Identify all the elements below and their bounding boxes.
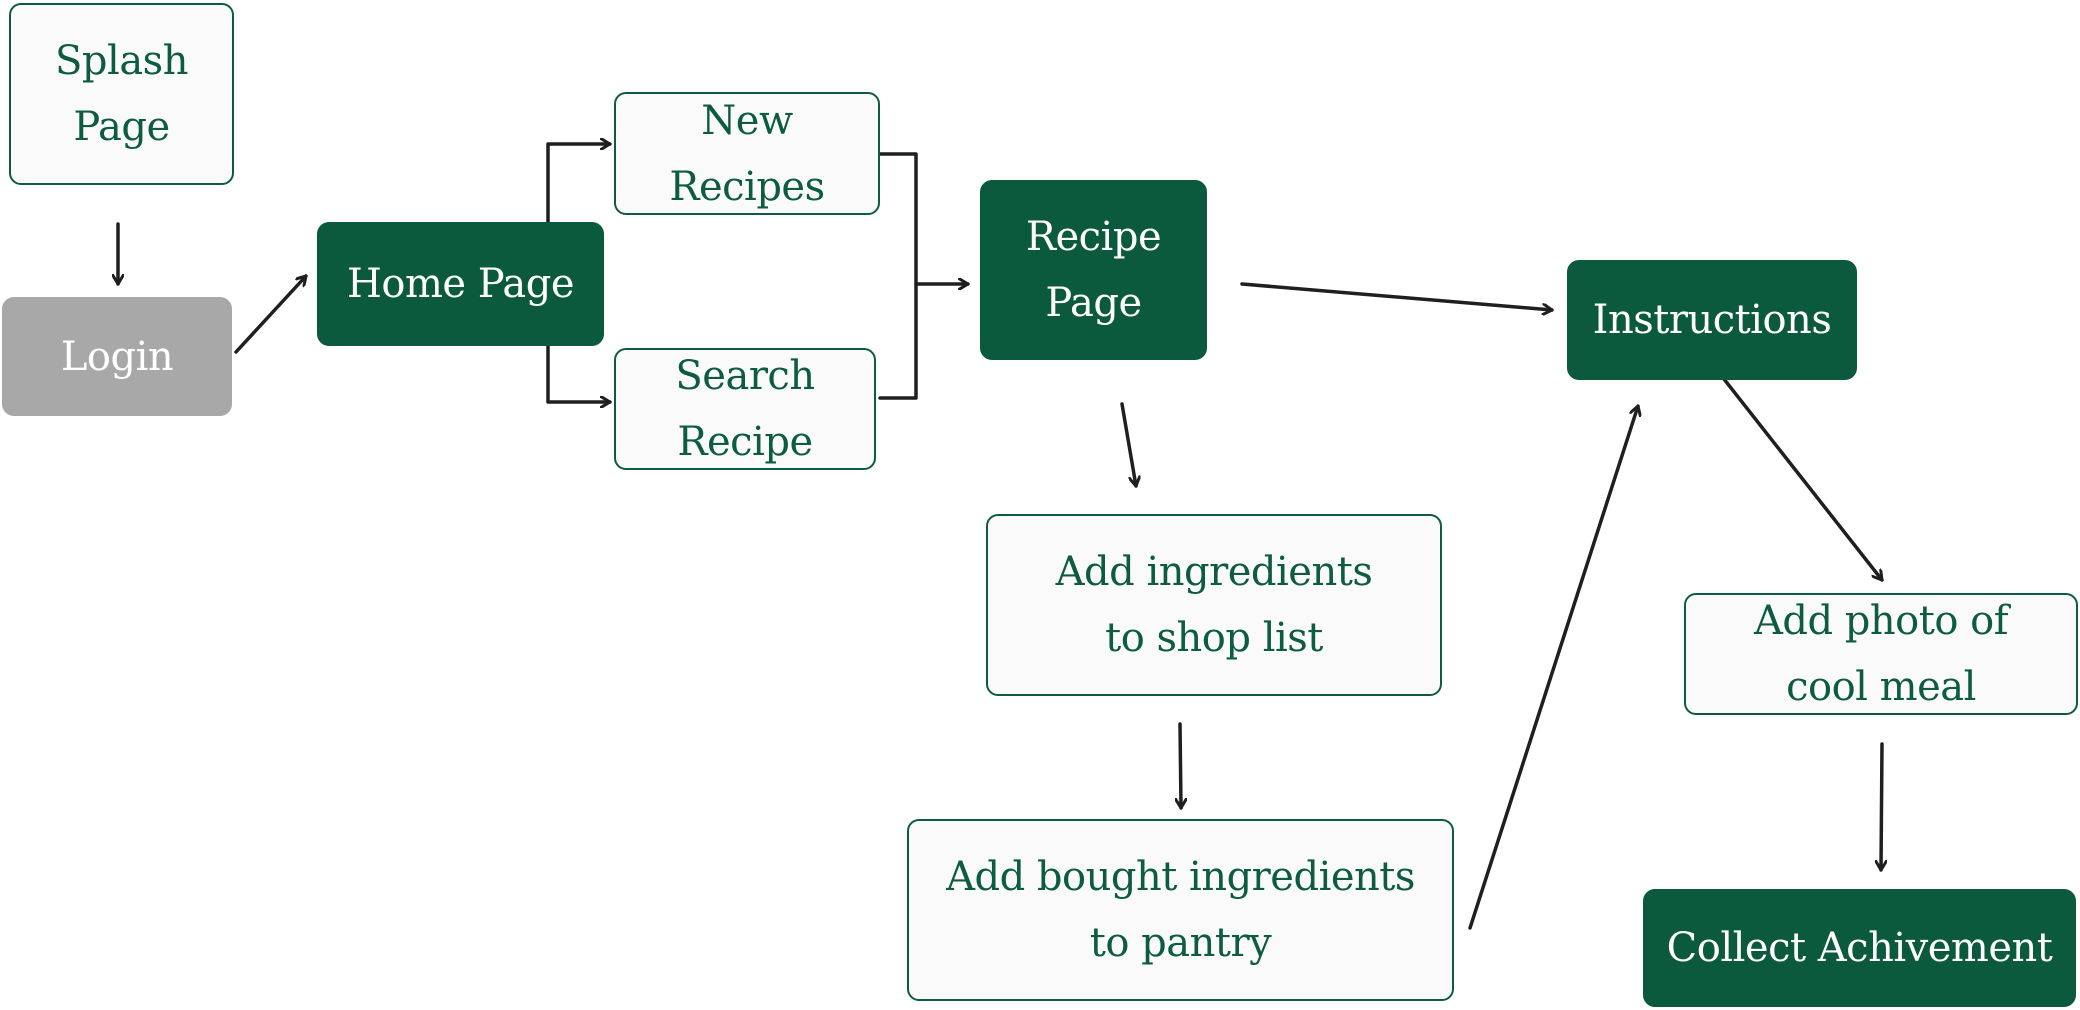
arrow-login-to-home (234, 274, 308, 354)
node-search-recipe: Search Recipe (614, 348, 876, 470)
node-add-to-shop-list: Add ingredients to shop list (986, 514, 1442, 696)
node-splash-page: Splash Page (9, 3, 234, 185)
node-splash-page-label: Splash Page (55, 38, 188, 150)
node-instructions: Instructions (1567, 260, 1857, 380)
node-login: Login (2, 297, 232, 416)
arrow-recipe-to-instructions (1240, 282, 1554, 310)
arrow-pantry-to-instructions (1468, 404, 1638, 930)
connector-new-recipes-join (878, 152, 918, 400)
node-recipe-page-label: Recipe Page (1025, 214, 1162, 326)
node-home-page: Home Page (317, 222, 604, 346)
node-instructions-label: Instructions (1592, 297, 1832, 343)
node-add-to-pantry-label: Add bought ingredients to pantry (946, 854, 1415, 966)
arrow-photo-to-achievement (1881, 742, 1882, 872)
arrow-home-to-new-recipes (546, 144, 612, 224)
arrow-shop-list-to-pantry (1180, 722, 1181, 810)
node-add-to-pantry: Add bought ingredients to pantry (907, 819, 1454, 1001)
arrow-recipe-to-shop-list (1120, 402, 1136, 488)
node-add-to-shop-list-label: Add ingredients to shop list (1055, 549, 1373, 661)
arrow-instructions-to-photo (1718, 372, 1884, 582)
node-new-recipes: New Recipes (614, 92, 880, 215)
node-collect-achievement-label: Collect Achivement (1666, 925, 2053, 971)
node-recipe-page: Recipe Page (980, 180, 1207, 360)
node-home-page-label: Home Page (346, 261, 575, 307)
node-login-label: Login (60, 333, 174, 380)
node-collect-achievement: Collect Achivement (1643, 889, 2076, 1007)
node-add-photo-label: Add photo of cool meal (1753, 598, 2009, 710)
node-add-photo: Add photo of cool meal (1684, 593, 2078, 715)
node-search-recipe-label: Search Recipe (675, 353, 815, 465)
arrow-home-to-search-recipe (546, 344, 612, 402)
node-new-recipes-label: New Recipes (669, 97, 825, 210)
